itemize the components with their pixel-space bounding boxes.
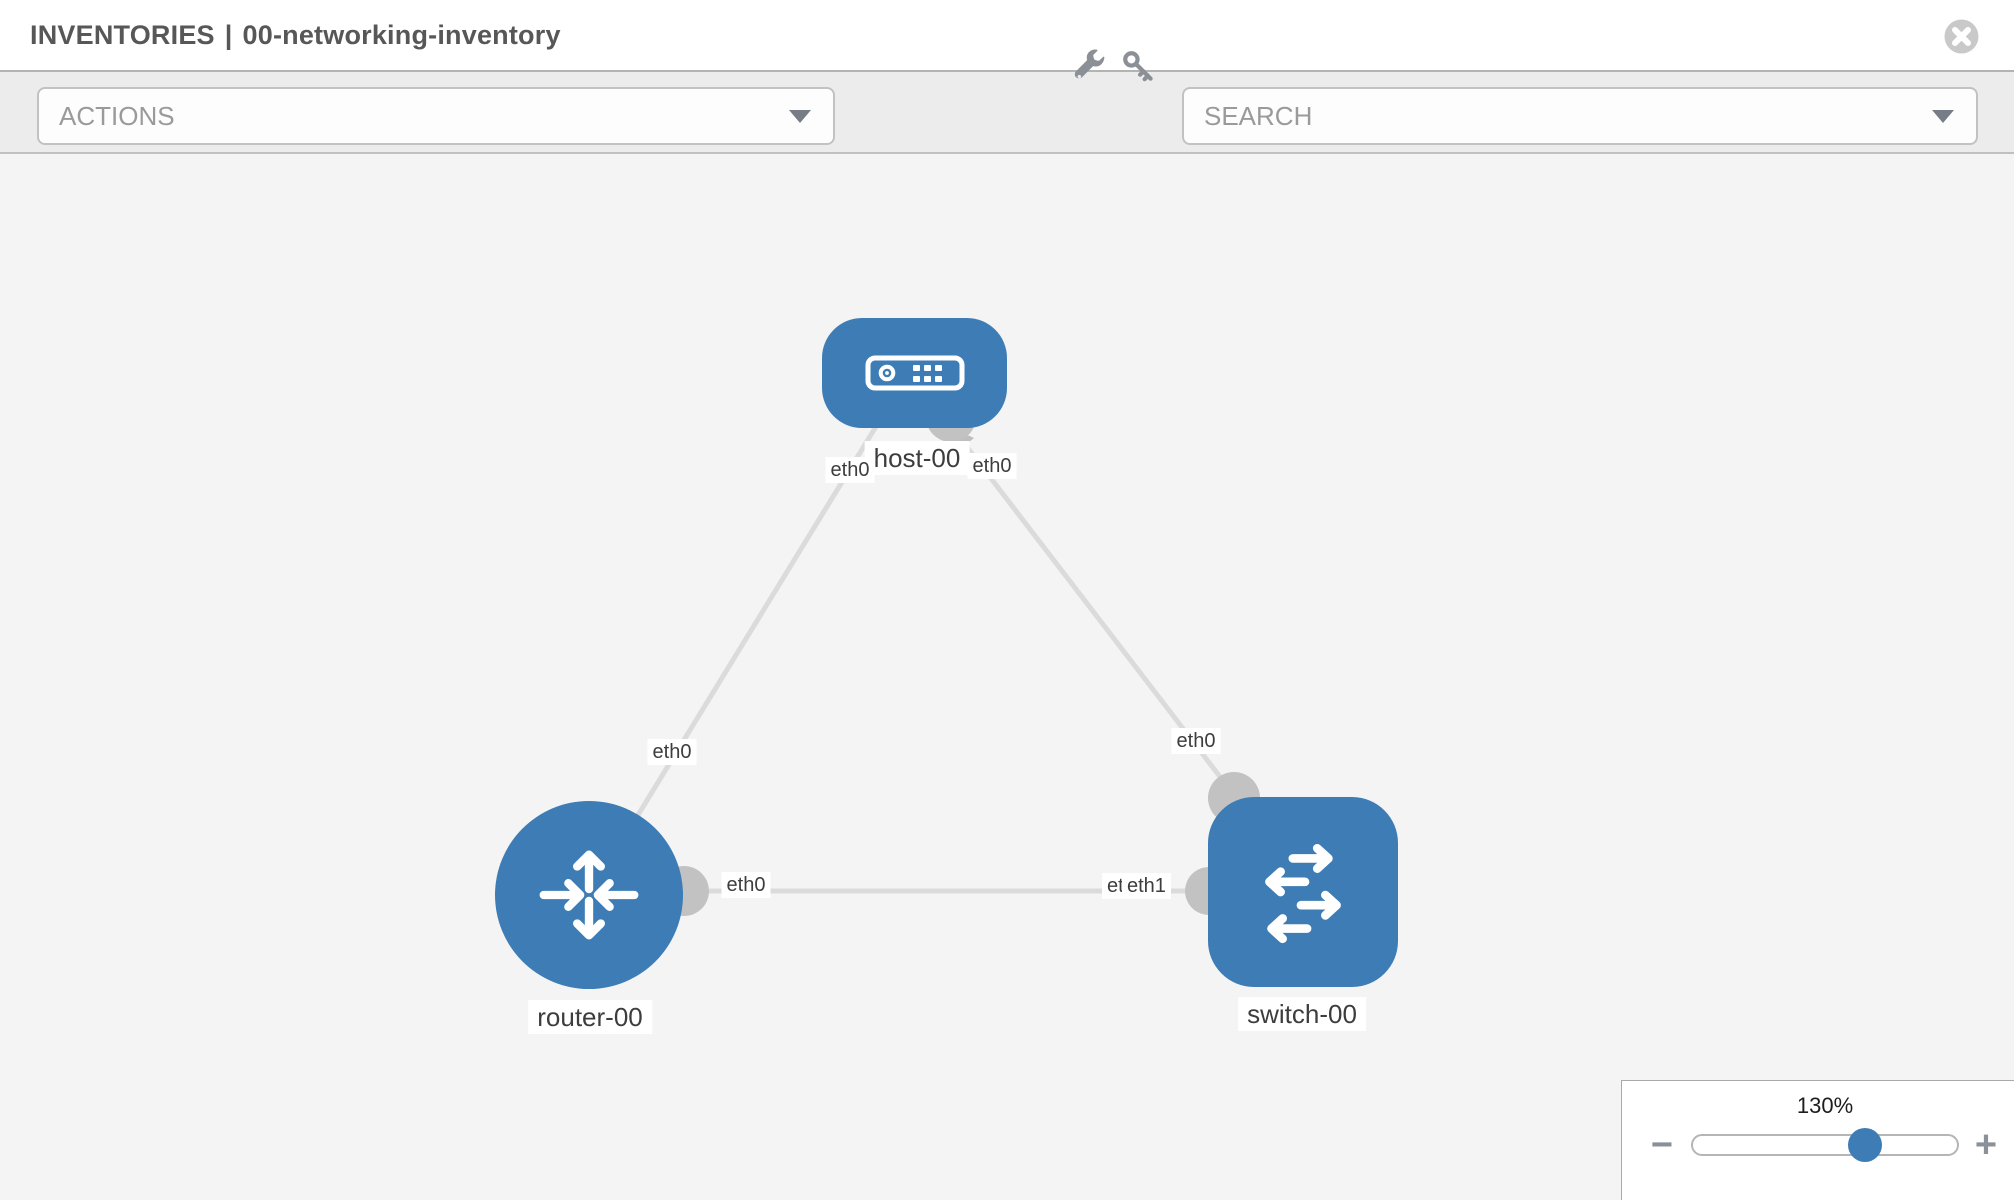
search-dropdown[interactable]: SEARCH — [1182, 87, 1978, 145]
title-separator: | — [224, 19, 233, 50]
interface-label-eth0: eth0 — [647, 739, 697, 765]
node-host-00[interactable] — [822, 318, 1007, 428]
zoom-slider-track[interactable] — [1691, 1128, 1959, 1162]
inventory-name: 00-networking-inventory — [242, 19, 561, 50]
zoom-level: 130% — [1796, 1093, 1854, 1118]
credentials-button[interactable] — [1116, 44, 1160, 88]
topology-canvas[interactable]: host-00 router-00 switch-00 eth0 eth0 et… — [0, 154, 2014, 1200]
header: INVENTORIES | 00-networking-inventory — [0, 0, 2014, 70]
topology-edges-layer — [586, 392, 1303, 916]
key-icon — [1123, 51, 1153, 82]
chevron-down-icon — [789, 110, 811, 123]
interface-label-eth0: eth0 — [721, 872, 771, 898]
node-router-00[interactable] — [495, 801, 683, 989]
actions-dropdown[interactable]: ACTIONS — [37, 87, 835, 145]
router-icon — [539, 850, 639, 940]
actions-dropdown-label: ACTIONS — [59, 100, 175, 131]
zoom-slider-thumb[interactable] — [1848, 1128, 1882, 1162]
host-icon — [865, 355, 964, 391]
breadcrumb[interactable]: INVENTORIES — [30, 19, 215, 50]
interface-label-eth0: eth0 — [967, 453, 1017, 479]
zoom-panel: 130% − + — [1621, 1080, 2014, 1200]
page-title: INVENTORIES | 00-networking-inventory — [30, 0, 561, 70]
interface-label-eth0: eth0 — [825, 457, 875, 483]
zoom-out-button[interactable]: − — [1639, 1122, 1685, 1168]
close-button[interactable] — [1944, 19, 1979, 54]
switch-icon — [1265, 843, 1341, 944]
wrench-icon — [1074, 49, 1105, 79]
chevron-down-icon — [1932, 110, 1954, 123]
zoom-in-button[interactable]: + — [1963, 1122, 2009, 1168]
toolbar: ACTIONS SEARCH — [0, 49, 2014, 154]
node-switch-00[interactable] — [1208, 797, 1398, 987]
interface-label-eth0: eth0 — [1171, 728, 1221, 754]
interface-label-eth1: eth1 — [1122, 873, 1171, 899]
node-label-switch-00[interactable]: switch-00 — [1238, 997, 1366, 1031]
node-label-router-00[interactable]: router-00 — [528, 1000, 652, 1034]
configure-button[interactable] — [1068, 44, 1112, 88]
close-icon — [1944, 19, 1979, 54]
node-label-host-00[interactable]: host-00 — [864, 441, 970, 475]
search-dropdown-label: SEARCH — [1204, 100, 1313, 131]
